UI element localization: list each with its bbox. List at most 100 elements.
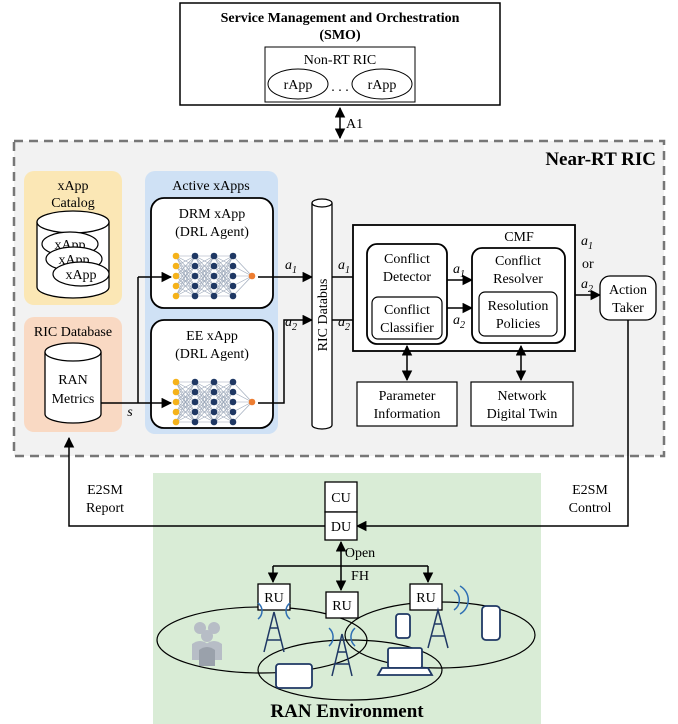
nn-node (172, 272, 180, 280)
nn-node (229, 252, 237, 260)
nn-edge (213, 401, 234, 423)
nn-node (210, 398, 218, 406)
nn-edge (232, 275, 253, 287)
conflict-resolver-line2: Resolver (493, 272, 543, 287)
smo-title-line2: (SMO) (319, 28, 361, 43)
nn-node (229, 272, 237, 280)
nn-edge (232, 401, 253, 423)
xapp-catalog-title-line1: xApp (57, 179, 88, 194)
ran-metrics-cylinder (44, 342, 102, 424)
nn-node (191, 292, 199, 300)
ru-mid-box (325, 591, 359, 619)
conflict-classifier-line2: Classifier (380, 321, 434, 336)
rapp-left-ellipse (267, 68, 329, 100)
catalog-xapp-ellipse-3 (52, 261, 110, 287)
tower-left-icon (257, 602, 291, 653)
e2sm-control-line1: E2SM (572, 483, 608, 498)
parameter-information-line1: Parameter (379, 389, 436, 404)
nn-edge (175, 255, 196, 277)
nn-edge (194, 285, 215, 297)
ric-database-title: RIC Database (34, 325, 112, 340)
ric-databus-cylinder (311, 198, 333, 430)
ru-right-box (409, 583, 443, 611)
nn-node (172, 252, 180, 260)
drm-xapp-title-line2: (DRL Agent) (175, 225, 249, 240)
parameter-information-box (356, 381, 458, 427)
nn-node (191, 398, 199, 406)
action-taker-line1: Action (609, 283, 647, 298)
nn-node (210, 272, 218, 280)
nn-edge (213, 255, 234, 297)
action-output-a2: a2 (581, 277, 593, 295)
nn-edge (194, 255, 215, 267)
ru-mid-label: RU (332, 599, 351, 614)
nn-edge (175, 255, 196, 287)
nonrt-ric-title: Non-RT RIC (304, 53, 376, 68)
nn-edge (194, 255, 215, 297)
nn-node (229, 408, 237, 416)
drm-output-a1: a1 (285, 258, 297, 276)
nn-node (210, 252, 218, 260)
nn-edge (213, 285, 234, 297)
nn-edge (213, 381, 234, 423)
nn-node (172, 262, 180, 270)
nn-edge (175, 381, 196, 413)
nn-node (191, 388, 199, 396)
tower-mid-icon (328, 627, 356, 677)
nn-node (229, 292, 237, 300)
users-icon (192, 622, 222, 666)
ru-right-label: RU (416, 591, 435, 606)
nn-edge (232, 265, 253, 277)
nn-node (172, 408, 180, 416)
conflict-resolver-line1: Conflict (495, 254, 541, 269)
databus-output-a1: a1 (338, 258, 350, 276)
nn-edge (213, 381, 234, 393)
nn-edge (213, 255, 234, 287)
nn-edge (175, 391, 196, 423)
e2sm-report-line2: Report (86, 501, 124, 516)
nn-node (229, 398, 237, 406)
nn-edge (175, 275, 196, 297)
resolution-policies-box (478, 291, 558, 337)
nn-node (191, 282, 199, 290)
nn-edge (213, 381, 234, 403)
nn-edge (194, 401, 215, 423)
nn-node (210, 408, 218, 416)
nn-edge (232, 391, 253, 403)
smartphone-icon (395, 613, 411, 639)
ru-left-box (257, 583, 291, 611)
du-label: DU (331, 520, 351, 535)
e2sm-report-line1: E2SM (87, 483, 123, 498)
conflict-detector-line2: Detector (383, 270, 432, 285)
nn-edge (213, 265, 234, 297)
nn-edge (194, 381, 215, 423)
drm-neural-network-icon (172, 252, 256, 300)
action-or-label: or (582, 257, 594, 272)
network-digital-twin-box (470, 381, 574, 427)
nn-edge (175, 401, 196, 423)
nn-node (191, 272, 199, 280)
nn-edge (194, 391, 215, 423)
nn-edge (232, 381, 253, 403)
nn-edge (213, 255, 234, 277)
state-label: s (127, 405, 133, 420)
nn-edge (232, 275, 253, 297)
ran-environment-title: RAN Environment (270, 701, 424, 722)
nn-edge (175, 285, 196, 297)
nn-edge (232, 401, 253, 413)
nn-node (229, 418, 237, 426)
nn-node (248, 398, 256, 406)
cmf-inner-a1: a1 (453, 262, 465, 280)
nn-node (229, 282, 237, 290)
ran-metrics-line1: RAN (58, 373, 88, 388)
ee-output-a2: a2 (285, 315, 297, 333)
rapp-dots: . . . (331, 80, 349, 95)
nn-edge (175, 411, 196, 423)
parameter-information-line2: Information (374, 407, 441, 422)
nn-edge (232, 255, 253, 277)
a1-interface-label: A1 (346, 117, 363, 132)
conflict-detector-line1: Conflict (384, 252, 430, 267)
ee-xapp-title-line1: EE xApp (186, 329, 238, 344)
open-fh-line1: Open (345, 546, 375, 561)
